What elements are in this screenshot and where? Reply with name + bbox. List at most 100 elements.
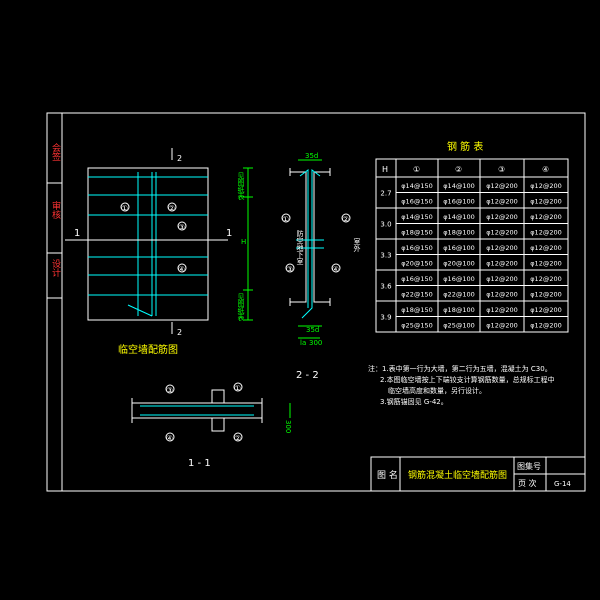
rebar-table: 钢 筋 表 H ① ② ③ ④ 2.7 φ14@150 φ14@100 φ12@200… [375,140,569,333]
elev-bar-1: ① [121,204,128,213]
s11-bar-2: ② [234,434,241,443]
table-cell: φ12@200 [530,275,561,283]
inner-frame [61,112,586,492]
rebar-table-header-2: ② [455,165,462,174]
elev-bar-3: ③ [178,223,185,232]
table-cell: φ12@200 [530,244,561,252]
side-column-sign: 会签 [50,142,61,161]
page-label: 页 次 [518,478,537,488]
table-cell: φ18@150 [401,306,432,314]
table-cell: φ25@100 [443,322,474,330]
section-22-title: 2 - 2 [296,370,319,381]
table-h-value: 3.0 [380,221,391,229]
table-cell: φ14@150 [401,182,432,190]
table-cell: φ12@200 [486,229,517,237]
section-2-mark-bottom: 2 [177,328,182,337]
table-cell: φ12@200 [530,306,561,314]
table-cell: φ16@150 [401,198,432,206]
elev-dim-bottom: 见图纸表 [237,293,245,322]
s22-inside-label: 防空地下室 [296,229,304,265]
s22-bar-1: ① [282,215,289,224]
table-cell: φ12@200 [486,260,517,268]
table-h-value: 3.6 [380,283,392,291]
note-line-3: 临空墙高度和数量，另行设计。 [388,386,486,395]
s22-dim-base: la [300,339,306,347]
section-1-mark-right: 1 [226,228,232,239]
s11-dim: 300 [284,420,292,433]
section-1-mark-left: 1 [74,228,80,239]
rebar-table-header-h: H [382,165,388,174]
table-cell: φ12@200 [530,322,561,330]
table-cell: φ20@150 [401,260,432,268]
s11-bar-4: ④ [166,434,173,443]
page-value: G-14 [554,480,571,488]
elev-dim-h: H [241,238,246,246]
rebar-table-title: 钢 筋 表 [447,140,483,153]
table-cell: φ16@100 [443,244,474,252]
table-h-value: 3.3 [380,252,391,260]
s22-dim-top: 35d [305,152,318,160]
table-cell: φ12@200 [530,229,561,237]
table-cell: φ22@100 [443,291,474,299]
table-h-value: 3.9 [380,314,391,322]
table-cell: φ12@200 [486,322,517,330]
table-cell: φ16@150 [401,244,432,252]
table-cell: φ12@200 [486,244,517,252]
section-11-title: 1 - 1 [188,458,211,469]
side-column-design: 设计 [50,259,61,278]
elev-bar-2: ② [168,204,175,213]
rebar-table-body: 2.7 φ14@150 φ14@100 φ12@200 φ12@200 φ16@150 φ1… [376,176,568,333]
note-line-4: 3.钢筋锚固见 G-42。 [380,397,448,406]
s22-bar-4: ④ [332,265,339,274]
table-cell: φ12@200 [530,260,561,268]
wall-elevation: 1 1 2 2 ① ② ③ ④ 见图纸表 H 见图纸表 临空墙配筋图 [65,148,253,356]
section-2-mark-top: 2 [177,154,182,163]
table-cell: φ12@200 [530,182,561,190]
table-cell: φ25@150 [401,322,432,330]
table-cell: φ18@150 [401,229,432,237]
table-cell: φ12@200 [486,306,517,314]
s11-bar-3: ③ [166,386,173,395]
table-cell: φ12@200 [486,213,517,221]
s22-bar-2: ② [342,215,349,224]
table-cell: φ12@200 [486,291,517,299]
s22-dim-bottom: 35d [306,326,319,334]
section-11: ③ ④ ① ② 300 1 - 1 [131,382,292,469]
table-cell: φ14@150 [401,213,432,221]
table-cell: φ22@150 [401,291,432,299]
table-cell: φ12@200 [530,291,561,299]
rebar-table-header-4: ④ [542,165,549,174]
table-cell: φ12@200 [530,198,561,206]
table-cell: φ14@100 [443,182,474,190]
elev-bar-4: ④ [178,265,185,274]
table-cell: φ18@100 [443,229,474,237]
table-cell: φ12@200 [486,182,517,190]
table-cell: φ12@200 [530,213,561,221]
rebar-table-header-3: ③ [498,165,505,174]
table-h-value: 2.7 [380,190,391,198]
s11-bar-1: ① [234,384,241,393]
table-cell: φ16@150 [401,275,432,283]
s22-outside-label: 室外 [353,237,361,253]
table-cell: φ20@100 [443,260,474,268]
atlas-label: 图集号 [517,461,541,471]
note-line-2: 2.本图临空墙按上下端铰支计算钢筋数量，总规标工程中 [380,375,555,384]
s22-bar-3: ③ [286,265,293,274]
table-cell: φ14@100 [443,213,474,221]
notes: 注：1.表中第一行为大墙，第二行为五墙，混凝土为 C30。 2.本图临空墙按上下… [368,364,555,406]
elev-dim-top: 见图纸表 [237,172,245,201]
side-column: 会签 审核 设计 [46,112,63,299]
table-cell: φ12@200 [486,198,517,206]
title-block: 图 名 钢筋混凝土临空墙配筋图 图集号 页 次 G-14 [370,456,586,492]
title-block-label: 图 名 [377,469,398,481]
wall-elevation-title: 临空墙配筋图 [118,343,178,356]
table-cell: φ12@200 [486,275,517,283]
section-22: 35d ① ② ③ ④ 防空地下室 室外 35d la 300 2 - 2 [281,152,361,381]
drawing-name: 钢筋混凝土临空墙配筋图 [408,469,507,481]
table-cell: φ18@100 [443,306,474,314]
rebar-table-header-1: ① [413,165,420,174]
table-cell: φ16@100 [443,275,474,283]
table-cell: φ16@100 [443,198,474,206]
note-line-1: 注：1.表中第一行为大墙，第二行为五墙，混凝土为 C30。 [368,364,552,373]
